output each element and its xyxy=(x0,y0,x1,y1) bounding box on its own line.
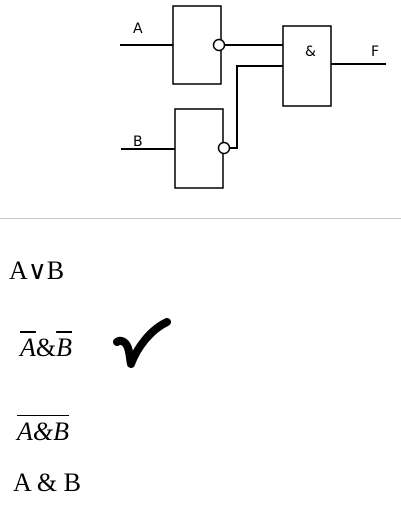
and-gate-symbol: & xyxy=(305,44,316,60)
answer-option-2-mid: & xyxy=(35,333,57,362)
answer-option-4[interactable]: A & B xyxy=(13,470,81,496)
gate-2-inversion-bubble xyxy=(217,141,231,155)
answer-option-2[interactable]: A&B xyxy=(20,335,72,361)
gate-1-inversion-bubble xyxy=(212,38,226,52)
gate-2-box xyxy=(174,108,224,189)
logic-circuit-diagram: A B & F xyxy=(120,5,386,189)
answer-option-3-text: A&B xyxy=(17,415,69,446)
input-a-label: A xyxy=(133,21,143,37)
answer-option-2-left: A xyxy=(20,333,36,362)
gate-2-output-wire xyxy=(229,65,283,149)
answer-option-2-right: B xyxy=(56,333,73,362)
input-b-label: B xyxy=(133,134,143,150)
answer-option-3[interactable]: A&B xyxy=(17,415,69,445)
output-f-label: F xyxy=(371,44,379,60)
checkmark-icon xyxy=(113,318,171,368)
answer-option-1-text: A∨B xyxy=(9,256,65,285)
and-gate-box xyxy=(282,25,332,107)
answer-option-1[interactable]: A∨B xyxy=(9,258,64,284)
section-divider xyxy=(0,218,401,219)
answer-option-4-text: A & B xyxy=(13,468,81,497)
